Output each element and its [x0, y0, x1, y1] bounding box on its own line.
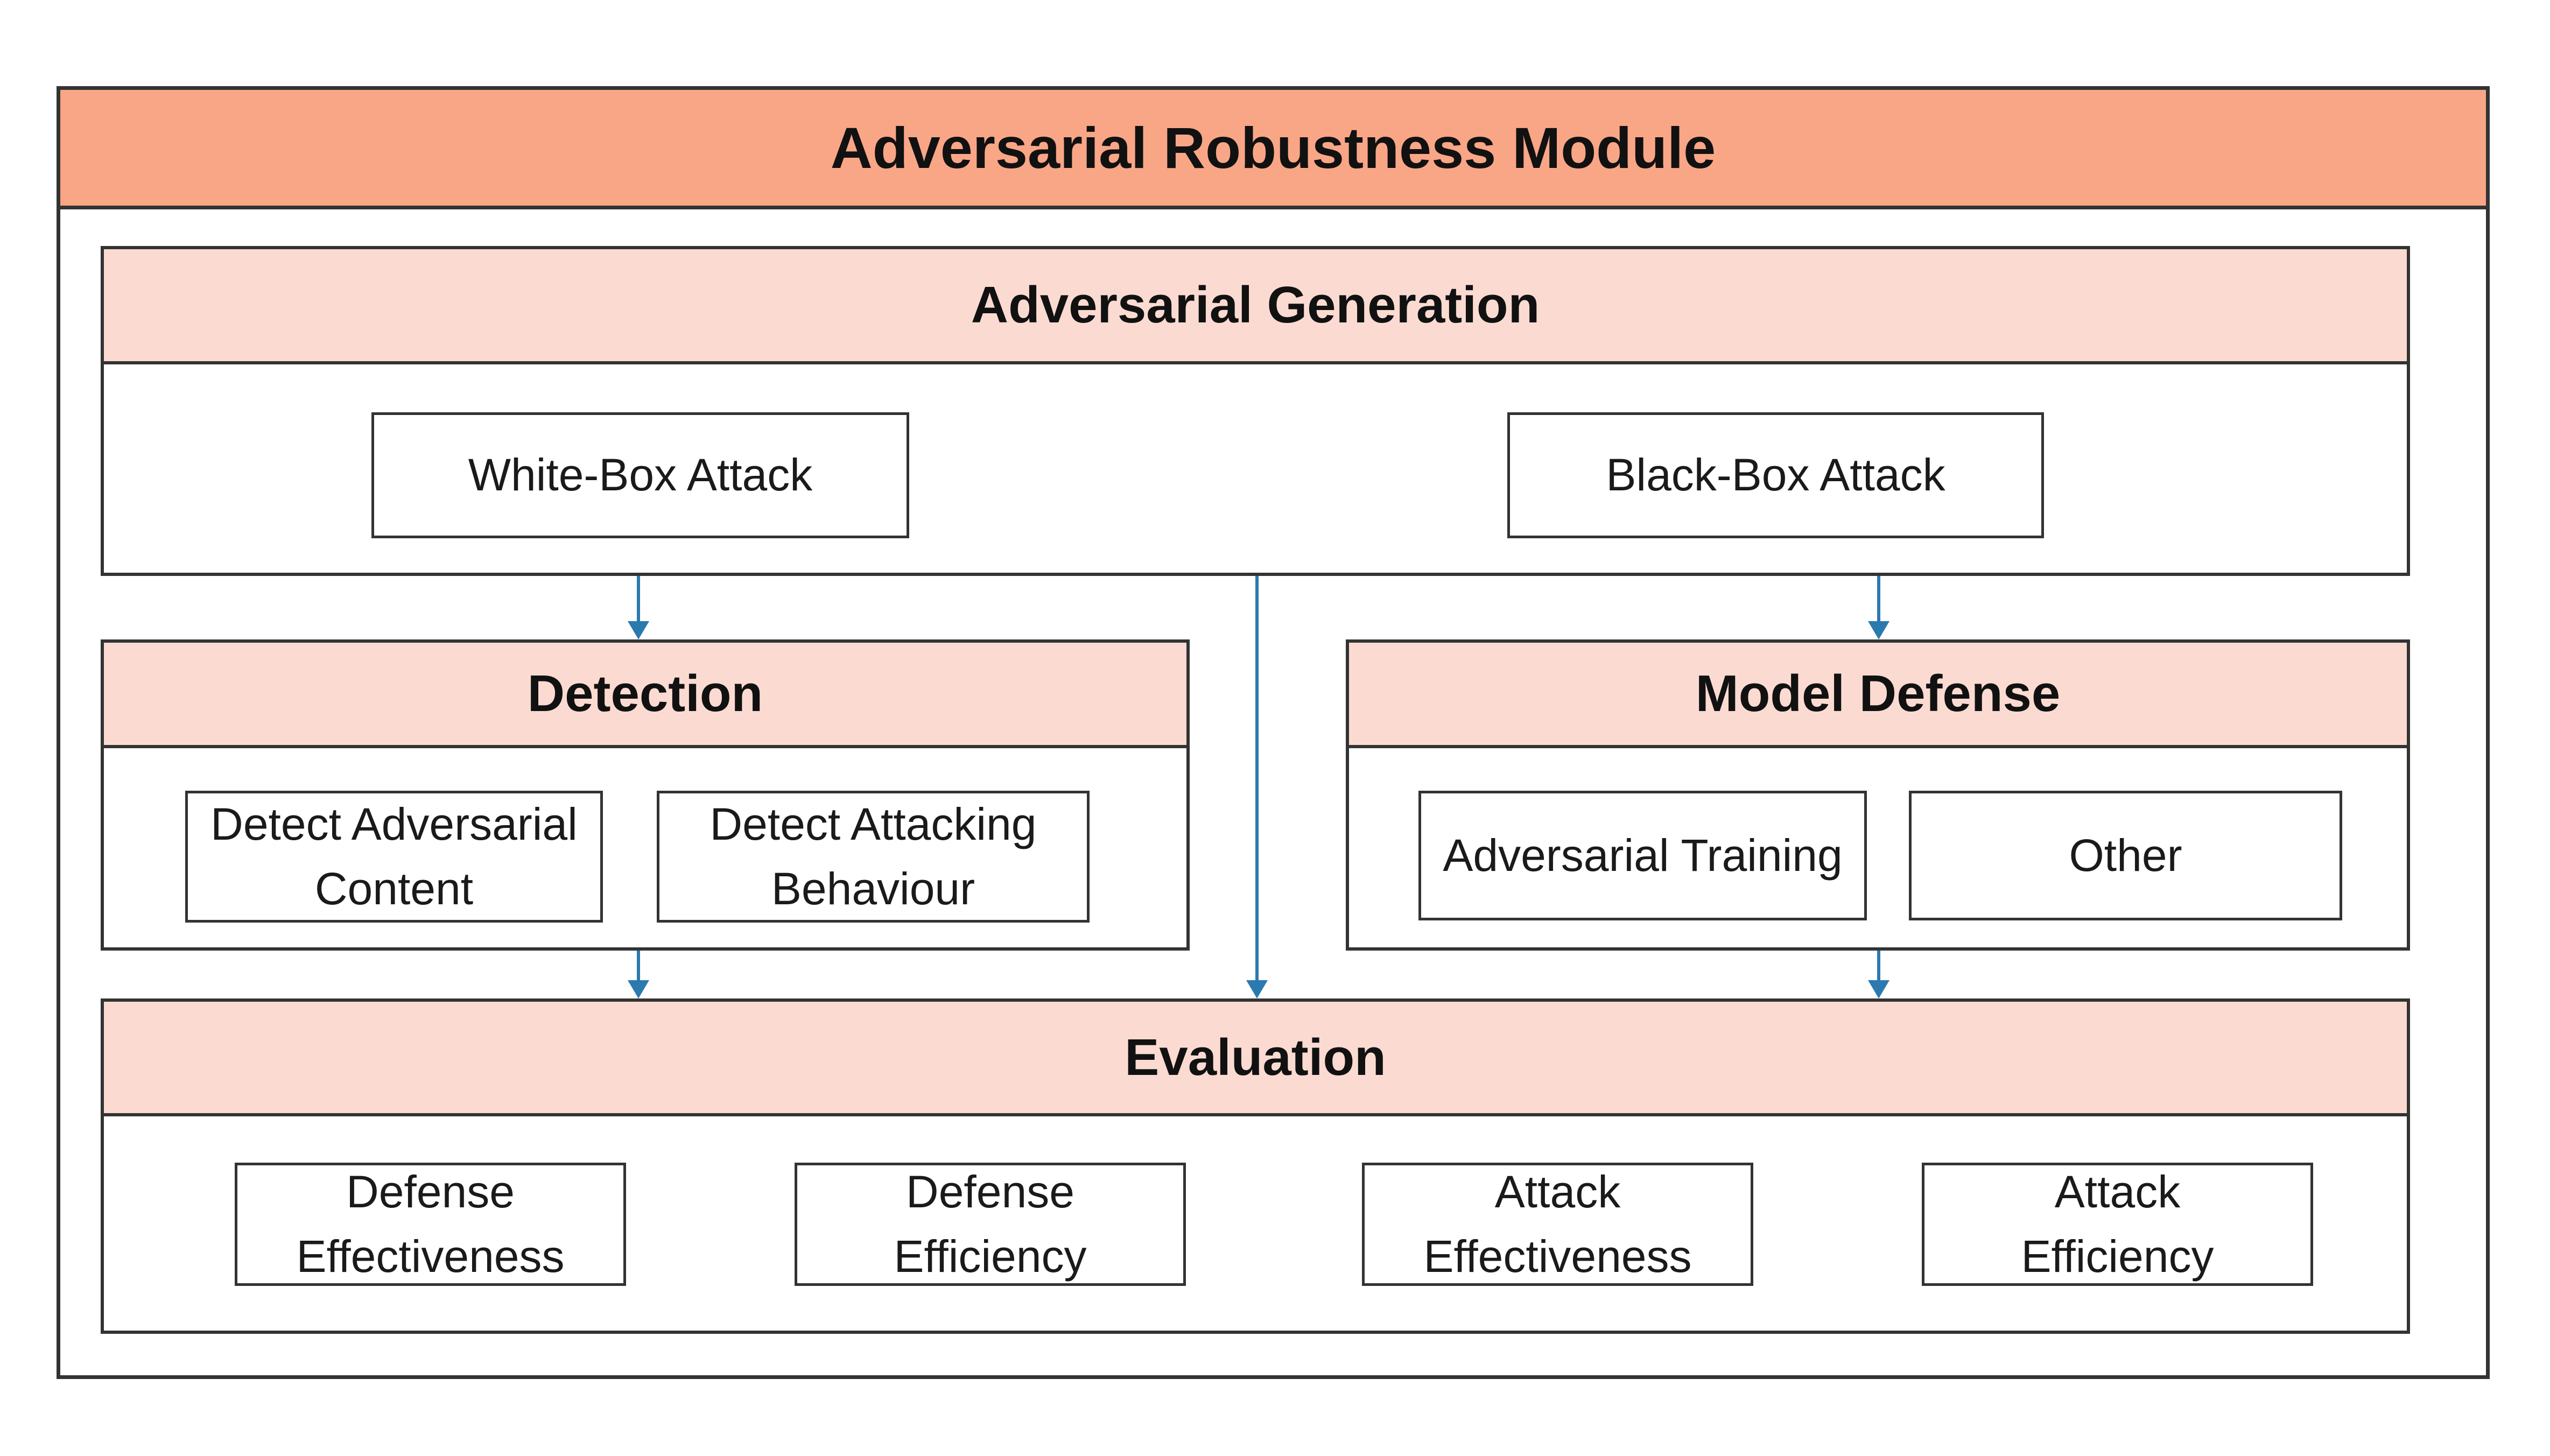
- arrow-head-icon: [628, 980, 649, 998]
- module-title: Adversarial Robustness Module: [830, 115, 1716, 180]
- node-detect-adversarial-content: Detect Adversarial Content: [185, 791, 603, 923]
- section-header-adversarial-generation: Adversarial Generation: [104, 249, 2407, 364]
- arrow-line: [1877, 951, 1880, 983]
- node-defense-efficiency: Defense Efficiency: [795, 1163, 1186, 1286]
- arrow-model-defense-to-evaluation: [1868, 951, 1889, 998]
- node-label: Black-Box Attack: [1606, 449, 1945, 501]
- node-label: Detect Attacking Behaviour: [709, 799, 1037, 914]
- node-black-box-attack: Black-Box Attack: [1507, 412, 2044, 538]
- arrow-head-icon: [1868, 980, 1889, 998]
- node-attack-effectiveness: Attack Effectiveness: [1362, 1163, 1753, 1286]
- node-label: Adversarial Training: [1443, 829, 1843, 881]
- arrow-generation-to-model-defense: [1868, 576, 1889, 639]
- node-label: Other: [2069, 829, 2182, 881]
- section-header-model-defense: Model Defense: [1349, 643, 2407, 748]
- arrow-head-icon: [628, 621, 649, 639]
- node-label: Attack Efficiency: [2021, 1166, 2214, 1282]
- section-header-evaluation: Evaluation: [104, 1002, 2407, 1116]
- arrow-generation-to-detection: [628, 576, 649, 639]
- module-title-bar: Adversarial Robustness Module: [57, 86, 2490, 209]
- section-header-detection: Detection: [104, 643, 1186, 748]
- module-container: Adversarial Robustness Module Adversaria…: [57, 86, 2490, 1379]
- node-attack-efficiency: Attack Efficiency: [1922, 1163, 2313, 1286]
- arrow-line: [637, 576, 640, 624]
- arrow-line: [1877, 576, 1880, 624]
- section-adversarial-generation: Adversarial Generation White-Box Attack …: [101, 246, 2410, 576]
- node-other: Other: [1909, 791, 2342, 920]
- node-white-box-attack: White-Box Attack: [371, 412, 909, 538]
- section-model-defense: Model Defense Adversarial Training Other: [1346, 639, 2410, 951]
- arrow-head-icon: [1868, 621, 1889, 639]
- node-label: Attack Effectiveness: [1423, 1166, 1692, 1282]
- arrow-head-icon: [1246, 980, 1268, 998]
- section-detection: Detection Detect Adversarial Content Det…: [101, 639, 1190, 951]
- node-defense-effectiveness: Defense Effectiveness: [235, 1163, 626, 1286]
- node-label: Defense Effectiveness: [296, 1166, 565, 1282]
- node-adversarial-training: Adversarial Training: [1418, 791, 1867, 920]
- node-detect-attacking-behaviour: Detect Attacking Behaviour: [657, 791, 1090, 923]
- arrow-generation-to-evaluation: [1246, 576, 1268, 998]
- arrow-line: [637, 951, 640, 983]
- node-label: Defense Efficiency: [894, 1166, 1087, 1282]
- node-label: White-Box Attack: [468, 449, 813, 501]
- arrow-line: [1255, 576, 1259, 983]
- arrow-detection-to-evaluation: [628, 951, 649, 998]
- section-evaluation: Evaluation Defense Effectiveness Defense…: [101, 998, 2410, 1334]
- node-label: Detect Adversarial Content: [210, 799, 578, 914]
